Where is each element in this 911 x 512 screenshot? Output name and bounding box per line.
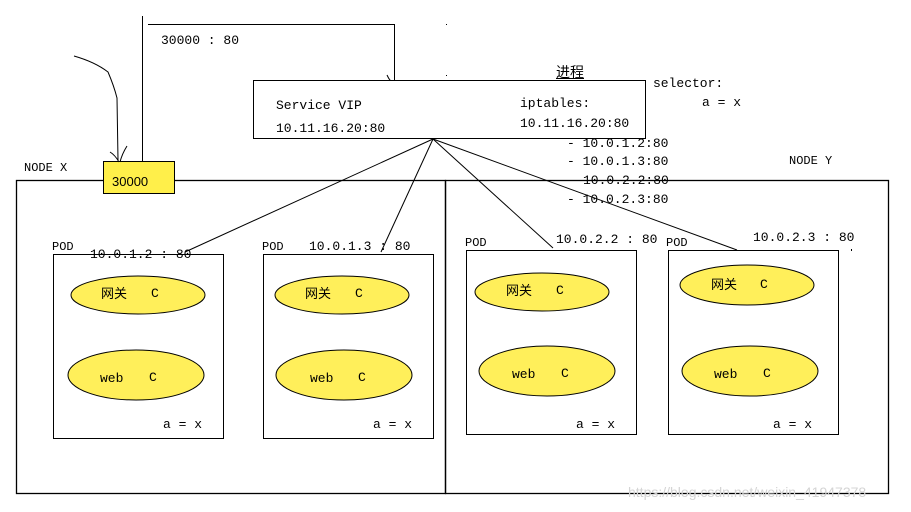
- pod-1-gateway-container: [70, 275, 206, 315]
- iptables-vip: 10.11.16.20:80: [520, 116, 630, 131]
- pod-3-labels: a = x: [576, 417, 616, 432]
- iptables-title: iptables:: [520, 96, 591, 111]
- service-vip-title: Service VIP: [276, 98, 362, 113]
- pod-1-web-container: [67, 349, 205, 401]
- process-label: 进程: [556, 65, 584, 81]
- route-to-pod-4: [432, 138, 738, 251]
- node-x-box: [15, 179, 447, 495]
- route-to-pod-2: [380, 138, 434, 253]
- node-x-label: NODE X: [24, 161, 68, 175]
- service-box: [253, 80, 646, 139]
- nodeport-box: [103, 161, 175, 194]
- pod-4-web-tag: C: [763, 366, 771, 381]
- pod-2-gateway-name: 网关: [305, 287, 332, 302]
- nodeport-label: 30000: [112, 174, 149, 189]
- stray-dot: [851, 249, 852, 251]
- pod-2-box: [263, 254, 434, 439]
- pod-4-label: POD: [666, 236, 688, 250]
- node-y-box: [444, 179, 890, 495]
- pod-3-web-name: web: [512, 367, 536, 382]
- pod-4-web-container: [681, 345, 819, 397]
- pod-2-labels: a = x: [373, 417, 413, 432]
- pod-4-labels: a = x: [773, 417, 813, 432]
- pod-3-web-tag: C: [561, 366, 569, 381]
- pod-4-gateway-container: [679, 264, 815, 306]
- pod-1-label: POD: [52, 240, 74, 254]
- pod-4-gateway-tag: C: [760, 277, 768, 292]
- stray-dot: [446, 24, 447, 25]
- pod-1-box: [53, 254, 224, 439]
- pod-3-gateway-container: [474, 272, 610, 312]
- route-to-pod-3: [432, 138, 554, 249]
- pod-3-box: [466, 250, 637, 435]
- pod-1-address: 10.0.1.2 : 80: [90, 247, 192, 262]
- watermark: https://blog.csdn.net/weixin_41947378: [628, 484, 867, 500]
- pod-4-gateway-name: 网关: [711, 278, 738, 293]
- pod-3-address: 10.0.2.2 : 80: [556, 232, 658, 247]
- pod-1-labels: a = x: [163, 417, 203, 432]
- route-to-pod-1: [184, 138, 434, 253]
- pod-3-gateway-tag: C: [556, 283, 564, 298]
- iptables-endpoint-1: - 10.0.1.2:80: [567, 136, 669, 151]
- service-routes: [184, 138, 738, 253]
- pod-2-gateway-tag: C: [355, 286, 363, 301]
- pod-3-web-container: [478, 345, 616, 397]
- iptables-endpoint-4: - 10.0.2.3:80: [567, 192, 669, 207]
- pod-4-box: [668, 250, 839, 435]
- port-mapping-label: 30000 : 80: [161, 33, 240, 48]
- pod-2-web-container: [275, 349, 413, 401]
- iptables-endpoint-2: - 10.0.1.3:80: [567, 154, 669, 169]
- pod-2-label: POD: [262, 240, 284, 254]
- pod-1-web-name: web: [100, 371, 124, 386]
- external-traffic-arrow: [73, 55, 119, 161]
- pod-1-web-tag: C: [149, 370, 157, 385]
- pod-4-web-name: web: [714, 367, 738, 382]
- pod-1-gateway-tag: C: [151, 286, 159, 301]
- pod-2-gateway-container: [274, 275, 410, 315]
- pod-2-web-name: web: [310, 371, 334, 386]
- stray-dot: [446, 75, 447, 76]
- pod-1-gateway-name: 网关: [101, 287, 128, 302]
- selector-rule: a = x: [702, 95, 742, 110]
- pod-2-address: 10.0.1.3 : 80: [309, 239, 411, 254]
- pod-3-label: POD: [465, 236, 487, 250]
- service-vip-address: 10.11.16.20:80: [276, 121, 386, 136]
- pod-4-address: 10.0.2.3 : 80: [753, 230, 855, 245]
- node-y-label: NODE Y: [789, 154, 833, 168]
- iptables-endpoint-3: 10.0.2.2:80: [583, 173, 669, 188]
- pod-2-web-tag: C: [358, 370, 366, 385]
- external-traffic-arrowhead: [109, 145, 128, 163]
- selector-title: selector:: [653, 76, 724, 91]
- pod-3-gateway-name: 网关: [506, 284, 533, 299]
